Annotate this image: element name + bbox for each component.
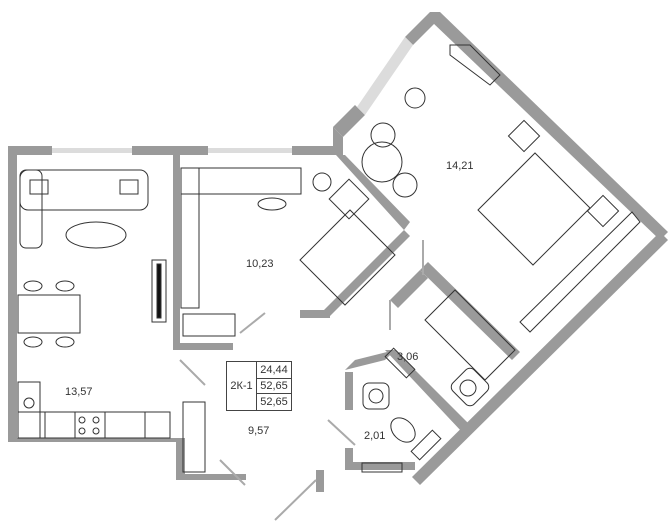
room-area-toilet: 2,01 (364, 430, 386, 442)
total-area-with-balcony: 52,65 (260, 396, 288, 408)
wardrobe (519, 211, 641, 333)
walls (8, 12, 668, 492)
room-area-bedroom-small: 10,23 (246, 258, 274, 270)
apartment-info-box: 2К-1 24,44 52,65 52,65 (226, 361, 292, 411)
furniture (17, 44, 641, 473)
door-swings (179, 240, 424, 521)
bed-large (477, 152, 591, 266)
room-area-kitchen-living: 13,57 (65, 386, 93, 398)
apartment-code: 2К-1 (227, 362, 257, 410)
room-area-hallway: 9,57 (248, 425, 270, 437)
sofa (19, 169, 149, 211)
living-area: 24,44 (257, 362, 291, 379)
bathtub (424, 289, 516, 381)
coffee-table (65, 221, 127, 249)
total-area: 52,65 (257, 378, 291, 394)
room-area-bathroom: 3,06 (397, 351, 419, 363)
bed-small (299, 209, 396, 306)
windows (52, 37, 413, 153)
room-area-bedroom-large: 14,21 (446, 160, 474, 172)
dining-table (17, 294, 81, 334)
